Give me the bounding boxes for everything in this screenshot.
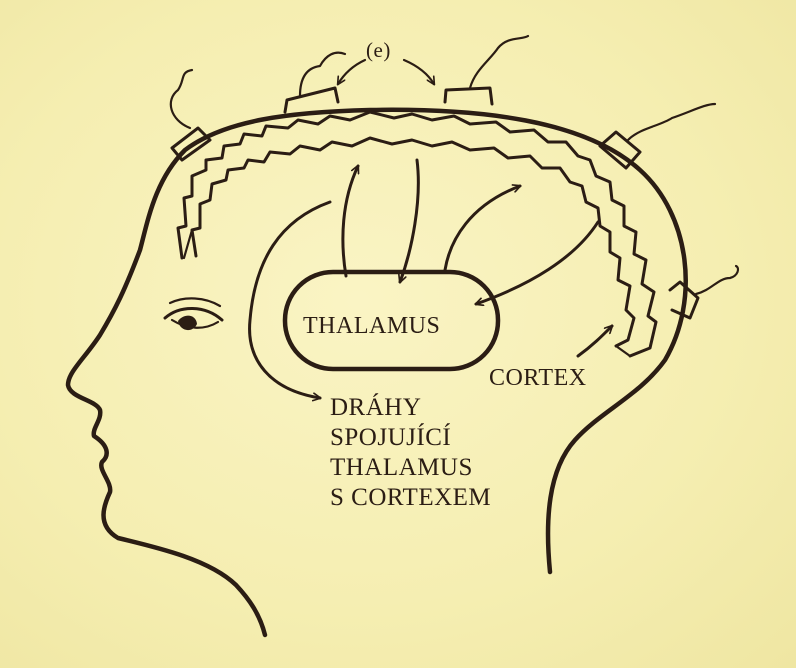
- pathway-arrow: [476, 222, 598, 304]
- cortex-notch: [616, 346, 630, 356]
- cortex-notch: [184, 230, 192, 258]
- electrode-icon: [285, 53, 345, 112]
- cortex-label: CORTEX: [489, 365, 587, 392]
- eye-icon: [165, 298, 222, 330]
- electrode-icon: [445, 36, 528, 104]
- electrode-icon: [670, 266, 738, 318]
- pathways-label-line: THALAMUS: [330, 453, 491, 483]
- pathways-label-line: S CORTEXEM: [330, 483, 491, 513]
- electrode-pointer-arrow: [338, 60, 365, 84]
- pathways-label: DRÁHY SPOJUJÍCÍ THALAMUS S CORTEXEM: [330, 393, 491, 513]
- electrode-icon: [600, 104, 715, 168]
- pathways-label-line: SPOJUJÍCÍ: [330, 423, 491, 453]
- pathways-label-line: DRÁHY: [330, 393, 491, 423]
- pathway-arrow: [343, 166, 358, 276]
- electrode-label: (e): [366, 38, 391, 63]
- pathway-arrow: [445, 186, 520, 270]
- cortex-pointer-arrow: [578, 326, 612, 356]
- pathway-arrow: [400, 160, 418, 282]
- thalamus-label: THALAMUS: [303, 313, 440, 340]
- electrode-pointer-arrow: [404, 60, 434, 84]
- head-outline: [68, 110, 686, 635]
